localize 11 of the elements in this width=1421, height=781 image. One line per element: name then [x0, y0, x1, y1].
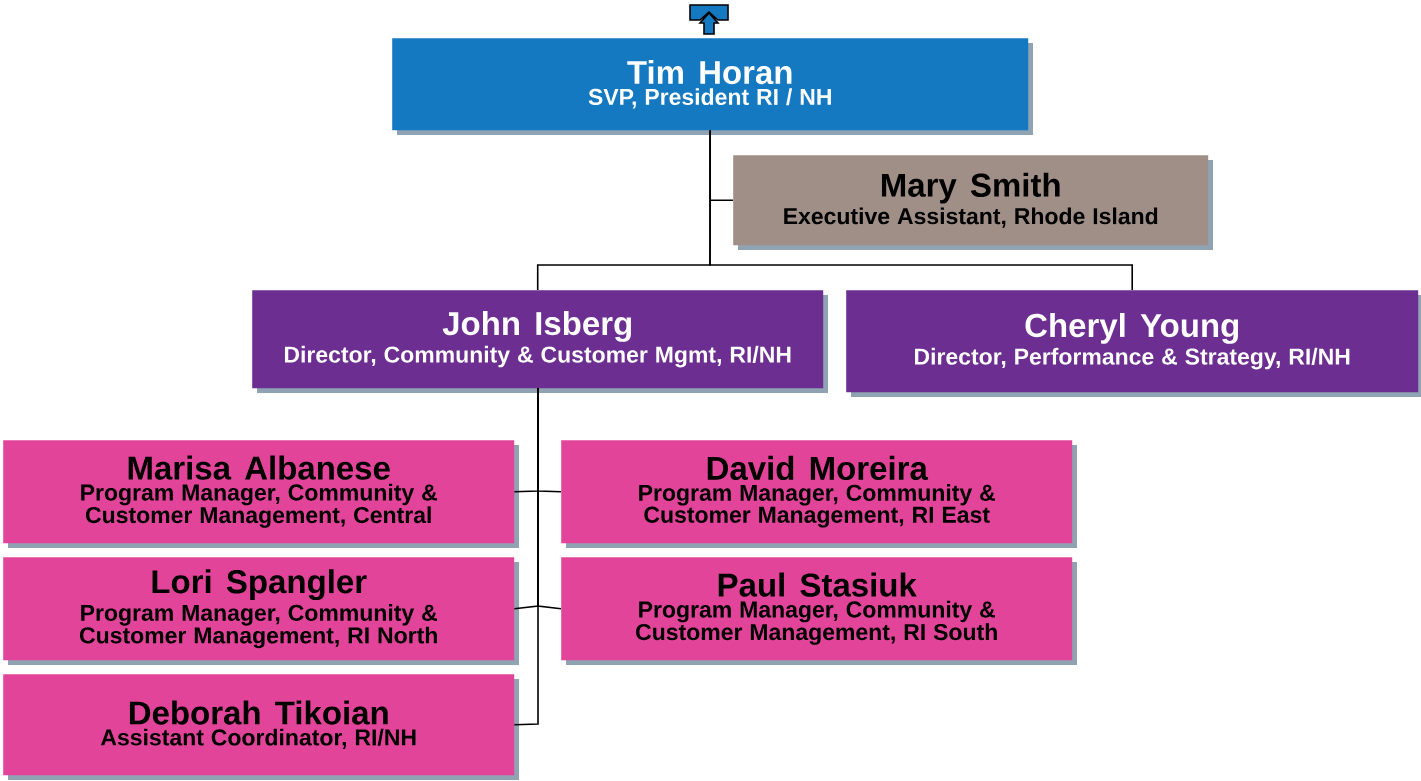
person-box: John Isberg Director, Community & Customer Mgmt, RI/NH: [252, 290, 828, 393]
person-box: Mary Smith Executive Assistant, Rhode Island: [733, 155, 1213, 250]
person-box: Lori Spangler Program Manager, Community & Customer Management, RI North: [3, 557, 519, 665]
connector-line: [513, 387, 539, 726]
person-box: Cheryl Young Director, Performance & Strategy, RI/NH: [846, 290, 1421, 397]
person-box: Paul Stasiuk Program Manager, Community & Customer Management, RI South: [561, 557, 1077, 665]
connector-line: [709, 129, 1133, 291]
person-box: Marisa Albanese Program Manager, Community & Customer Management, Central: [3, 440, 519, 548]
person-box: David Moreira Program Manager, Community & Customer Management, RI East: [561, 440, 1077, 548]
person-box: Deborah Tikoian Assistant Coordinator, RI/NH: [3, 674, 519, 780]
person-box: Tim Horan SVP, President RI / NH: [392, 38, 1033, 135]
